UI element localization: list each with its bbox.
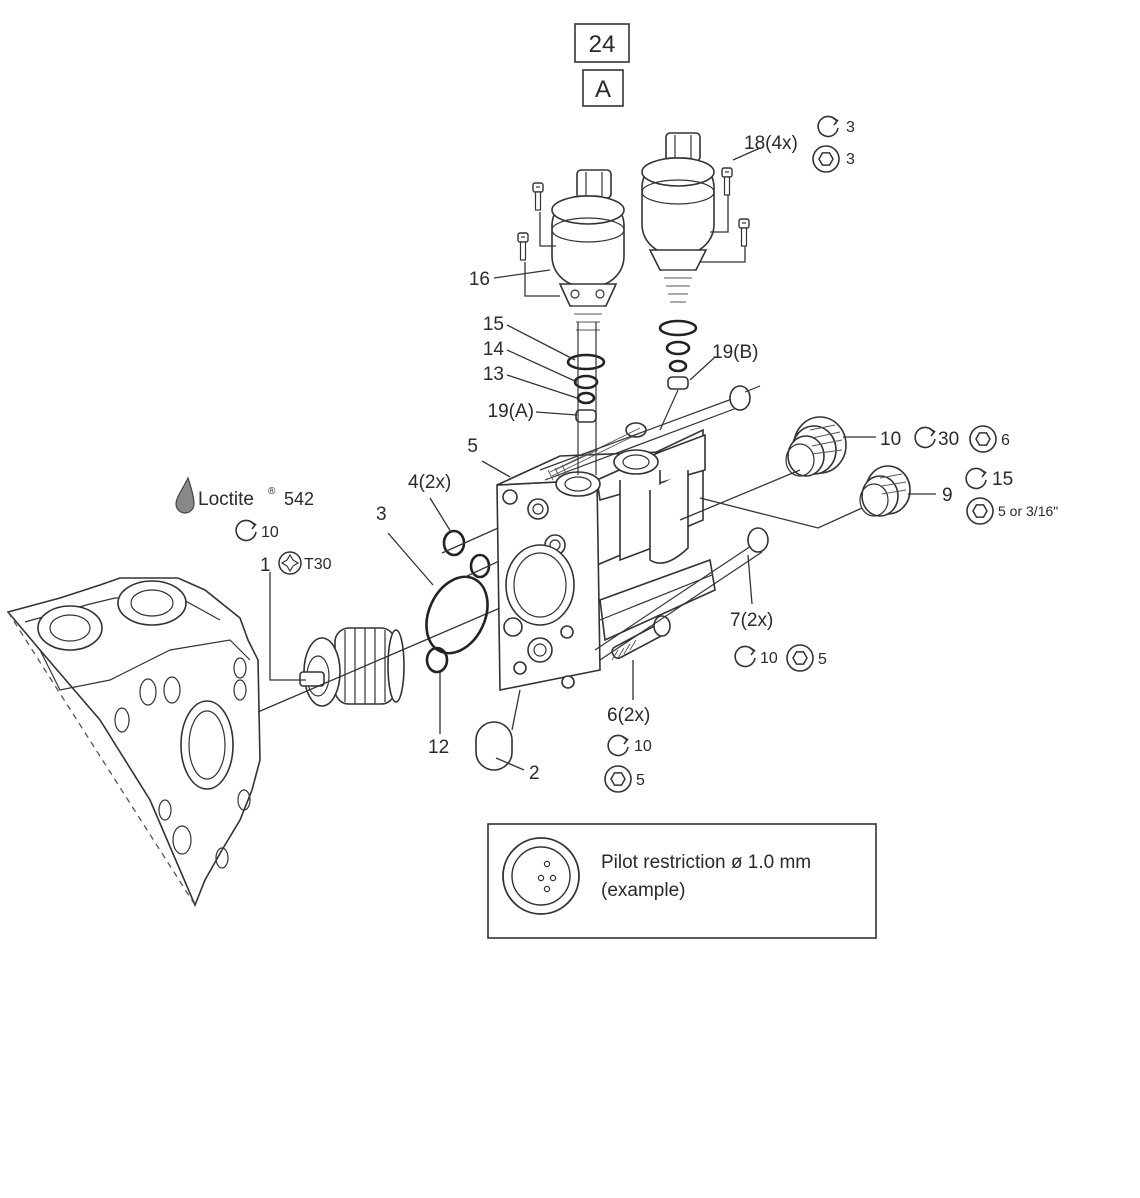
torque-part-9: 15 bbox=[992, 469, 1013, 490]
spec-10: 30 6 bbox=[914, 425, 1010, 453]
spec-9: 15 5 or 3/16" bbox=[965, 467, 1058, 525]
hex-key-part-9: 5 or 3/16" bbox=[998, 503, 1058, 519]
torque-part-18: 3 bbox=[846, 119, 855, 136]
note-line-1: Pilot restriction ø 1.0 mm bbox=[601, 852, 811, 873]
part-2-plug bbox=[475, 689, 525, 771]
part-10-plug bbox=[679, 416, 876, 521]
hex-key-icon bbox=[604, 765, 632, 793]
callout-19b: 19(B) bbox=[712, 342, 758, 363]
loctite-grade: 542 bbox=[284, 489, 314, 509]
callout-7: 7(2x) bbox=[730, 610, 773, 631]
hex-key-part-6: 5 bbox=[636, 772, 645, 789]
torx-icon bbox=[278, 551, 302, 575]
torque-part-1: 10 bbox=[261, 524, 279, 541]
spec-7: 10 5 bbox=[734, 644, 827, 672]
view-letter-box: A bbox=[582, 69, 624, 107]
torque-icon bbox=[914, 426, 936, 449]
valve-housing bbox=[6, 577, 261, 908]
hex-key-icon bbox=[966, 497, 994, 525]
callout-14: 14 bbox=[483, 339, 505, 360]
registered-mark: ® bbox=[268, 486, 276, 497]
o-rings-front bbox=[387, 497, 511, 734]
callout-19a: 19(A) bbox=[488, 401, 534, 422]
figure-number: 24 bbox=[589, 31, 616, 58]
callout-13: 13 bbox=[483, 364, 504, 385]
adhesive-drop-icon bbox=[175, 476, 195, 514]
view-letter: A bbox=[595, 76, 611, 103]
hex-key-icon bbox=[786, 644, 814, 672]
solenoid-b bbox=[641, 132, 715, 431]
torque-part-7: 10 bbox=[760, 650, 778, 667]
solenoid-a bbox=[551, 169, 625, 475]
torque-part-6: 10 bbox=[634, 738, 652, 755]
torque-icon bbox=[607, 734, 629, 757]
torque-icon bbox=[817, 115, 839, 138]
part-18-screw bbox=[721, 167, 733, 196]
loctite-annotation: Loctite ® 542 10 bbox=[175, 476, 314, 542]
callout-9: 9 bbox=[942, 485, 953, 506]
pilot-restriction-icon bbox=[502, 837, 580, 915]
callout-labels: 16 15 14 13 19(A) 19(B) 18(4x) 5 4(2x) 3… bbox=[260, 133, 953, 784]
torque-icon bbox=[734, 645, 756, 668]
callout-16: 16 bbox=[469, 269, 490, 290]
part-1-key: T30 bbox=[278, 551, 332, 575]
hex-key-part-18: 3 bbox=[846, 151, 855, 168]
hex-key-part-10: 6 bbox=[1001, 432, 1010, 449]
part-7-bolts bbox=[594, 527, 769, 661]
note-line-2: (example) bbox=[601, 880, 685, 901]
callout-3: 3 bbox=[376, 504, 387, 525]
figure-number-box: 24 bbox=[574, 23, 630, 63]
spec-18: 3 3 bbox=[812, 115, 855, 173]
hex-key-icon bbox=[812, 145, 840, 173]
part-18-screw bbox=[517, 232, 529, 261]
torque-part-10: 30 bbox=[938, 429, 959, 450]
hex-key-icon bbox=[969, 425, 997, 453]
callout-15: 15 bbox=[483, 314, 504, 335]
hex-key-part-7: 5 bbox=[818, 651, 827, 668]
torx-size: T30 bbox=[304, 556, 332, 573]
part-18-screw bbox=[532, 182, 544, 211]
part-18-screw bbox=[738, 218, 750, 247]
pilot-restriction-inset: Pilot restriction ø 1.0 mm (example) bbox=[487, 823, 877, 939]
callout-5: 5 bbox=[467, 436, 478, 457]
part-9-plug bbox=[699, 465, 936, 529]
loctite-brand: Loctite bbox=[198, 489, 254, 510]
callout-1: 1 bbox=[260, 555, 271, 576]
torque-icon bbox=[235, 519, 257, 542]
callout-2: 2 bbox=[529, 763, 540, 784]
part-1-spring-cartridge bbox=[257, 572, 501, 713]
part-5-valve-body bbox=[481, 422, 716, 691]
callout-4: 4(2x) bbox=[408, 472, 451, 493]
callout-12: 12 bbox=[428, 737, 449, 758]
callout-18: 18(4x) bbox=[744, 133, 798, 154]
spec-6: 10 5 bbox=[604, 734, 652, 793]
callout-10: 10 bbox=[880, 429, 901, 450]
torque-icon bbox=[965, 467, 987, 490]
callout-6: 6(2x) bbox=[607, 705, 650, 726]
